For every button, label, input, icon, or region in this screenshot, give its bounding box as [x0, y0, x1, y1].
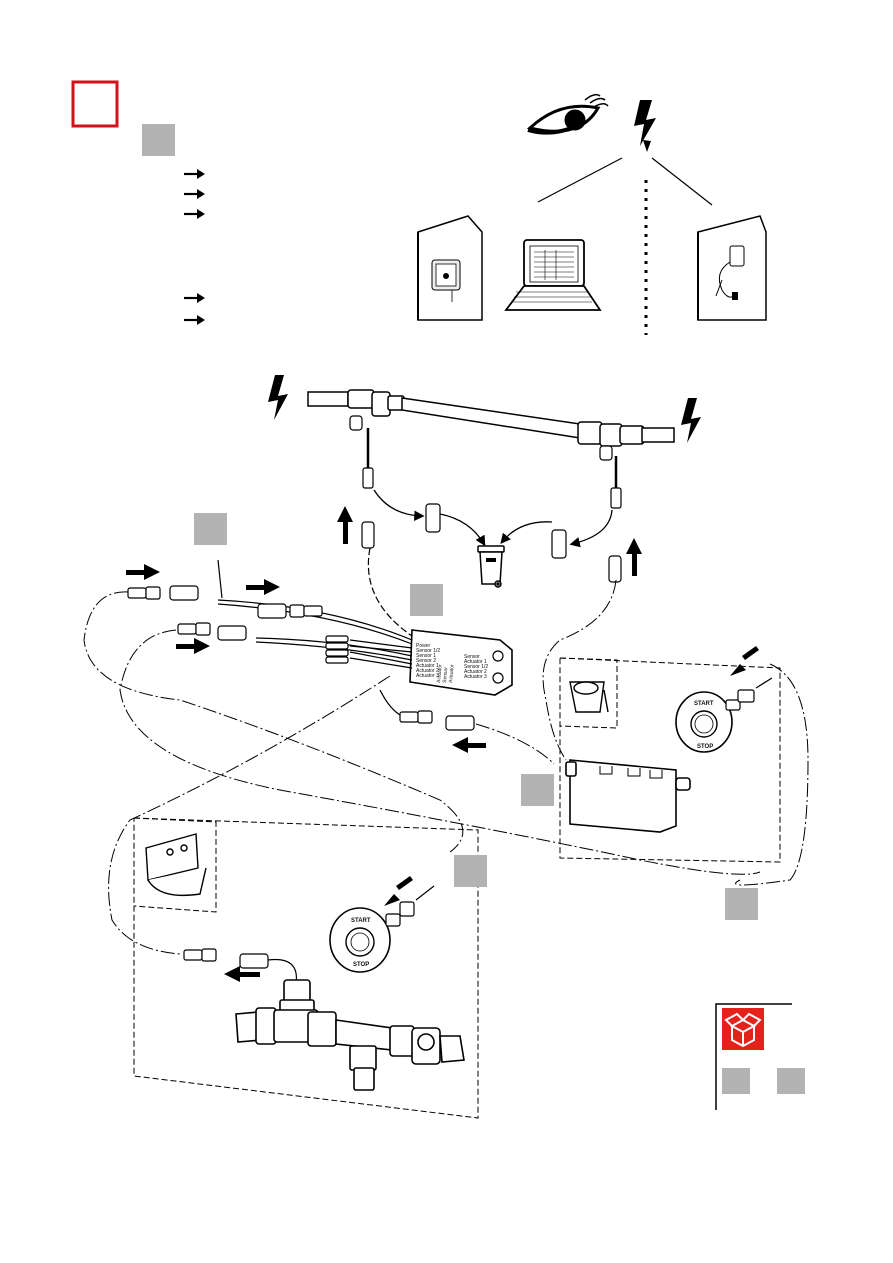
control-box-label: Actuator: [436, 664, 444, 683]
start-stop-button: START STOP: [675, 677, 773, 753]
button-stop-label: STOP: [353, 962, 369, 968]
button-start-label: START: [694, 701, 714, 707]
power-adapter-booklet-icon: [697, 215, 767, 321]
right-group-frame: [559, 657, 781, 863]
protective-caps: [361, 503, 622, 583]
sensor-bracket-icon: [145, 833, 207, 897]
valve-assembly: [235, 979, 465, 1091]
control-box-label: Sensor 1/2: [416, 648, 440, 654]
control-box-label: Actuator 2: [464, 669, 487, 675]
control-box-label: Actuator 1: [464, 659, 487, 665]
eye-icon: [526, 93, 609, 135]
lightning-icon: [268, 375, 288, 420]
control-box-label: Actuator 1: [416, 663, 439, 669]
solenoid-valve-box: [565, 759, 691, 833]
arrow-icon: [184, 209, 205, 219]
grey-marker: [454, 855, 487, 887]
arrow-list: [184, 169, 205, 325]
grey-marker: [777, 1068, 805, 1094]
direction-arrow-icon: [452, 737, 486, 753]
control-box-label: Sensor 1: [416, 653, 436, 659]
control-box-label: Sensor: [442, 667, 449, 684]
control-box-label: Actuator 3: [416, 673, 439, 679]
control-box-label: Sensor 2: [416, 658, 436, 664]
grey-marker: [521, 774, 554, 806]
arrow-icon: [184, 169, 205, 179]
lightning-icon: [634, 100, 656, 152]
cable-connectors: [127, 585, 475, 731]
up-arrow-icon: [626, 538, 642, 576]
control-box-label: Actuator: [448, 664, 456, 683]
button-start-label: START: [351, 918, 371, 924]
direction-arrow-icon: [224, 966, 260, 982]
button-stop-label: STOP: [697, 744, 713, 750]
control-box-label: Power: [416, 643, 431, 649]
manual-booklet-icon: [417, 215, 483, 321]
direction-arrow-icon: [246, 579, 280, 595]
control-box-label: Sensor 1/2: [464, 664, 488, 670]
control-box-label: Sensor: [464, 654, 480, 660]
dashed-cable-routes: [83, 579, 809, 955]
cable-bundle: [217, 547, 413, 717]
grey-marker: [142, 124, 175, 156]
arrow-icon: [184, 293, 205, 303]
direction-arrow-icon: [126, 564, 160, 580]
laptop-icon: [504, 239, 602, 311]
pipe-assembly: [307, 389, 675, 509]
grey-marker: [410, 584, 443, 616]
grey-marker: [194, 513, 227, 545]
control-box: Power Sensor 1/2 Sensor 1 Sensor 2 Actua…: [409, 629, 513, 696]
valve-connectors: [183, 948, 298, 985]
start-stop-button: START STOP: [329, 885, 435, 973]
package-legend: [715, 1003, 805, 1110]
sensor-holder-icon: [569, 681, 609, 713]
arrow-icon: [184, 315, 205, 325]
arrow-icon: [184, 189, 205, 199]
waste-bin-icon: [477, 545, 505, 588]
control-box-label: Actuator 2: [416, 668, 439, 674]
lightning-icon: [681, 398, 701, 443]
direction-arrow-icon: [176, 638, 210, 654]
direction-arrow-icon: [730, 646, 759, 676]
step-number-box: [71, 80, 119, 128]
up-arrow-icon: [337, 506, 353, 544]
grey-marker: [722, 1068, 750, 1094]
control-box-label: Actuator 3: [464, 674, 487, 680]
grey-marker: [725, 888, 758, 920]
direction-arrow-icon: [384, 876, 413, 906]
left-group-frame: [133, 817, 479, 1119]
